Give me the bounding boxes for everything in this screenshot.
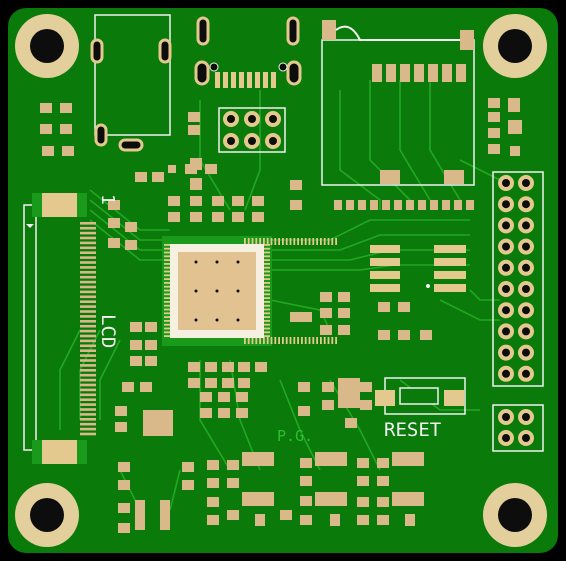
usb-connector <box>90 14 172 152</box>
pin-one-label: 1 <box>97 194 118 205</box>
pin-header-icon <box>218 107 286 153</box>
mounting-hole-icon <box>483 483 547 547</box>
mounting-hole-icon <box>15 483 79 547</box>
smd-components-right <box>488 98 522 156</box>
lcd-label: LCD <box>97 314 119 348</box>
rf-module <box>321 20 475 210</box>
board-solder-mask <box>8 8 558 553</box>
mcu-chip <box>162 236 337 346</box>
lcd-connector <box>23 193 96 464</box>
pin-header-icon <box>492 171 544 387</box>
smd-passives <box>40 103 432 533</box>
mounting-hole-icon <box>15 14 79 78</box>
pin-header-icon <box>492 404 544 452</box>
reset-button <box>375 377 466 415</box>
initials-label: P.G. <box>277 427 313 445</box>
ic-soic <box>370 245 466 292</box>
mounting-hole-icon <box>483 14 547 78</box>
regulators-bottom <box>135 452 424 530</box>
micro-usb-connector <box>194 16 302 88</box>
reset-label: RESET <box>384 419 441 441</box>
